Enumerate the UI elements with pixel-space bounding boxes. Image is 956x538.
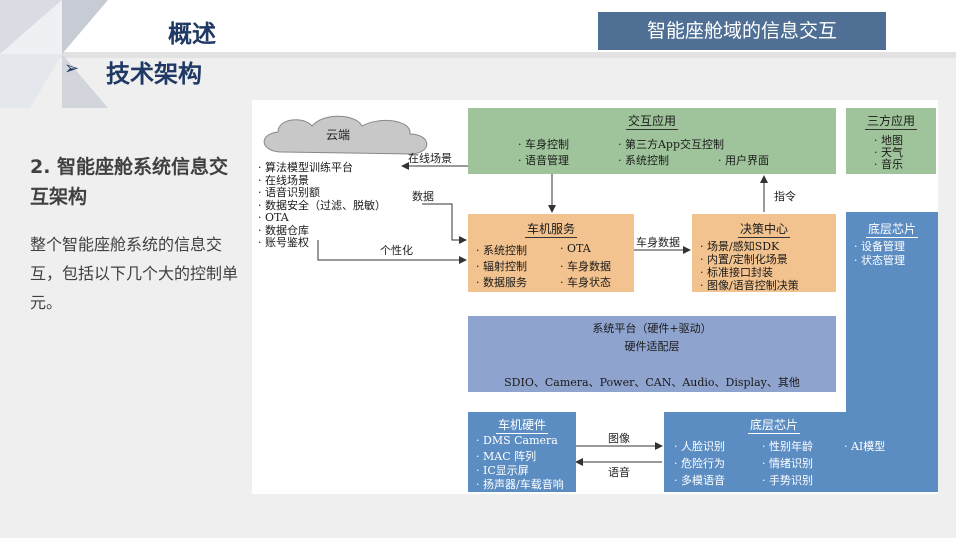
head-unit-service-box: 车机服务 · 系统控制 · 辐射控制 · 数据服务 · OTA · 车身数据 ·… <box>468 214 634 292</box>
arrow-label-command: 指令 <box>774 190 796 203</box>
chip-right-item: · 状态管理 <box>854 254 905 267</box>
side-heading: 2. 智能座舱系统信息交互架构 <box>30 156 229 208</box>
arrow-label-data: 数据 <box>412 190 434 203</box>
service-item: · 辐射控制 <box>476 260 527 273</box>
interaction-app-box: 交互应用 · 车身控制 · 语音管理 · 第三方App交互控制 · 系统控制 ·… <box>468 108 836 174</box>
chip-bottom-item: · 人脸识别 <box>674 440 725 453</box>
cloud-item: · 语音识别额 <box>258 186 320 199</box>
hardware-item: · 扬声器/车载音响 <box>476 478 564 491</box>
head-unit-service-title: 车机服务 <box>524 222 577 238</box>
service-item: · 车身状态 <box>560 276 611 289</box>
chip-bottom-item: · 多模语音 <box>674 474 725 487</box>
third-party-item: · 音乐 <box>874 158 903 171</box>
side-description: 整个智能座舱系统的信息交互，包括以下几个大的控制单元。 <box>30 235 239 312</box>
cloud-item: · 账号鉴权 <box>258 236 309 249</box>
interaction-item: · 系统控制 <box>618 154 669 167</box>
cloud-item: · OTA <box>258 211 289 224</box>
cloud-item: · 数据安全（过滤、脱敏） <box>258 198 386 212</box>
hardware-item: · MAC 阵列 <box>476 450 537 463</box>
chip-bottom-item: · AI模型 <box>844 440 886 453</box>
cloud-item: · 在线场景 <box>258 173 309 187</box>
arrow-label-body-data: 车身数据 <box>636 236 680 249</box>
architecture-diagram: 云端 · 算法模型训练平台 · 在线场景 · 语音识别额 · 数据安全（过滤、脱… <box>252 100 938 494</box>
chip-bottom-item: · 危险行为 <box>674 457 725 470</box>
system-platform-box: 系统平台（硬件+驱动） 硬件适配层 SDIO、Camera、Power、CAN、… <box>468 316 836 392</box>
arrow-label-image: 图像 <box>608 432 630 445</box>
service-item: · 数据服务 <box>476 276 527 289</box>
overview-title: 概述 <box>168 20 216 48</box>
interaction-item: · 语音管理 <box>518 154 569 167</box>
arrow-label-personalize: 个性化 <box>380 244 413 257</box>
hardware-title: 车机硬件 <box>495 418 548 434</box>
cloud-label: 云端 <box>326 128 351 142</box>
hardware-item: · DMS Camera <box>476 434 558 447</box>
decision-item: · 内置/定制化场景 <box>700 253 788 266</box>
platform-interfaces: SDIO、Camera、Power、CAN、Audio、Display、其他 <box>504 376 800 389</box>
section-title: 技术架构 <box>106 60 202 88</box>
third-party-item: · 地图 <box>874 134 903 147</box>
third-party-item: · 天气 <box>874 146 903 159</box>
interaction-item: · 车身控制 <box>518 138 569 151</box>
decision-item: · 图像/语音控制决策 <box>700 279 799 292</box>
content-top-strip <box>0 52 956 58</box>
bullet-arrow-icon: ➢ <box>64 58 80 79</box>
arrow-label-online-scene: 在线场景 <box>408 152 452 165</box>
decision-center-title: 决策中心 <box>737 222 790 238</box>
topic-banner: 智能座舱域的信息交互 <box>598 12 886 50</box>
cloud-item-list: · 算法模型训练平台 · 在线场景 · 语音识别额 · 数据安全（过滤、脱敏） … <box>258 161 386 250</box>
chip-right-box: 底层芯片 · 设备管理 · 状态管理 <box>846 212 938 412</box>
chip-right-title: 底层芯片 <box>865 222 918 238</box>
chip-bottom-box: 底层芯片 · 人脸识别 · 危险行为 · 多模语音 · 性别年龄 · 情绪识别 … <box>664 412 938 492</box>
chip-bottom-item: · 性别年龄 <box>762 440 813 453</box>
chip-bottom-item: · 手势识别 <box>762 474 813 487</box>
arrow-label-voice: 语音 <box>608 466 630 479</box>
decision-center-box: 决策中心 · 场景/感知SDK · 内置/定制化场景 · 标准接口封装 · 图像… <box>692 214 836 292</box>
service-item: · OTA <box>560 242 591 255</box>
decision-item: · 标准接口封装 <box>700 266 773 279</box>
interaction-item: · 用户界面 <box>718 154 769 167</box>
interaction-app-title: 交互应用 <box>625 114 678 130</box>
hardware-box: 车机硬件 · DMS Camera · MAC 阵列 · IC显示屏 · 扬声器… <box>468 412 576 492</box>
chip-bottom-item: · 情绪识别 <box>762 457 813 470</box>
third-party-box: 三方应用 · 地图 · 天气 · 音乐 <box>846 108 936 174</box>
platform-title: 系统平台（硬件+驱动） <box>592 322 712 335</box>
corner-decoration <box>0 0 108 108</box>
cloud-item: · 数据仓库 <box>258 223 309 237</box>
chip-bottom-title: 底层芯片 <box>747 418 800 434</box>
platform-subtitle: 硬件适配层 <box>624 340 680 353</box>
chip-right-item: · 设备管理 <box>854 240 905 253</box>
hardware-item: · IC显示屏 <box>476 464 529 477</box>
decision-item: · 场景/感知SDK <box>700 240 780 253</box>
third-party-title: 三方应用 <box>864 114 917 130</box>
cloud-item: · 算法模型训练平台 <box>258 161 353 174</box>
service-item: · 车身数据 <box>560 260 611 273</box>
cloud-icon <box>263 115 428 155</box>
interaction-item: · 第三方App交互控制 <box>618 138 725 151</box>
service-item: · 系统控制 <box>476 244 527 257</box>
